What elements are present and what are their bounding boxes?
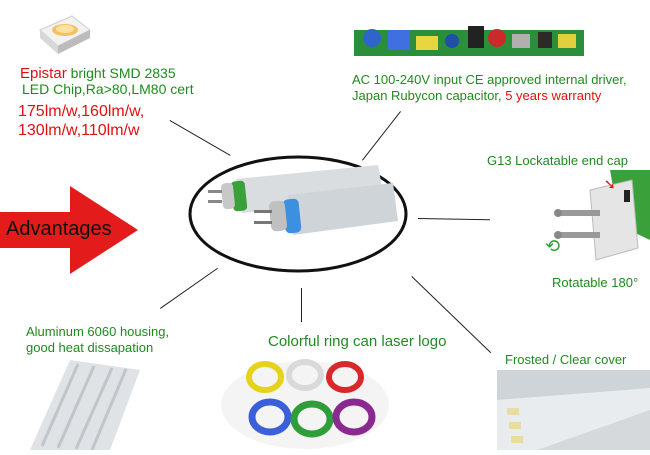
driver-capacitor: Japan Rubycon capacitor, (352, 88, 506, 103)
cover-image (497, 370, 650, 450)
red-pointer-icon: ➘ (604, 176, 616, 192)
advantages-label: Advantages (6, 218, 112, 240)
advantages-arrow (0, 186, 138, 274)
connector-line-ring (301, 288, 302, 322)
end-cap-label: G13 Lockatable end cap (487, 153, 628, 168)
led-chip-image (32, 12, 94, 58)
end-cap-image (540, 170, 650, 278)
led-chip-line1: Epistar bright SMD 2835 (20, 65, 176, 82)
housing-image (30, 360, 140, 451)
efficacy-line2: 130lm/w,110lm/w (18, 122, 140, 139)
driver-warranty: 5 years warranty (505, 88, 602, 103)
efficacy-line1: 175lm/w,160lm/w, (18, 103, 145, 120)
led-chip-desc: bright SMD 2835 (66, 65, 176, 81)
driver-board-image (352, 16, 586, 60)
housing-line1: Aluminum 6060 housing, (26, 324, 170, 339)
epistar-brand: Epistar (20, 65, 67, 82)
driver-line2: Japan Rubycon capacitor, 5 years warrant… (352, 88, 601, 103)
ring-label: Colorful ring can laser logo (268, 333, 447, 350)
connector-line-driver (362, 111, 401, 161)
rotate-arrow-icon: ⟲ (545, 236, 561, 256)
rotatable-label: Rotatable 180° (552, 275, 639, 290)
cover-label: Frosted / Clear cover (505, 352, 627, 367)
connector-line-endcap (417, 218, 490, 221)
connector-line-chip (169, 120, 231, 156)
driver-line1: AC 100-240V input CE approved internal d… (352, 72, 627, 87)
connector-line-housing (160, 267, 218, 309)
housing-line2: good heat dissapation (26, 340, 154, 355)
led-chip-line2: LED Chip,Ra>80,LM80 cert (22, 81, 194, 97)
rings-image (220, 355, 390, 450)
tube-product-image (188, 155, 408, 273)
